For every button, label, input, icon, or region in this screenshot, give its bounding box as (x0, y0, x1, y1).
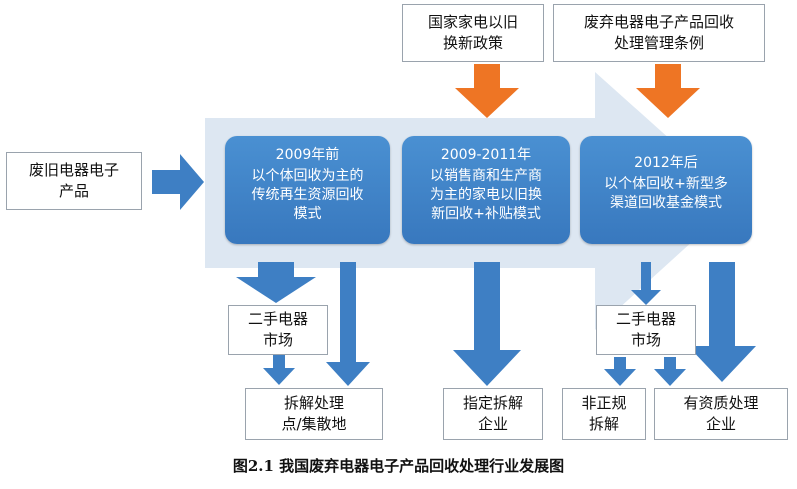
dismantling-sites-box: 拆解处理 点/集散地 (245, 388, 383, 440)
policy-arrow-regulation (636, 64, 700, 118)
stage-post-2012: 2012年后 以个体回收+新型多 渠道回收基金模式 (580, 136, 752, 244)
stage-description: 以个体回收为主的 传统再生资源回收 模式 (251, 168, 364, 222)
informal-dismantling-box: 非正规 拆解 (562, 388, 646, 440)
policy-arrow-trade-in (455, 64, 519, 118)
stage-title: 2009年前 (275, 147, 340, 163)
stage-title: 2009-2011年 (440, 147, 532, 163)
trade-in-policy-box: 国家家电以旧 换新政策 (402, 4, 544, 62)
stage-pre-2009: 2009年前 以个体回收为主的 传统再生资源回收 模式 (225, 136, 390, 244)
figure-caption: 图2.1 我国废弃电器电子产品回收处理行业发展图 (232, 457, 565, 475)
qualified-enterprise-box: 有资质处理 企业 (654, 388, 788, 440)
down-arrow-stage3-wide (688, 262, 756, 382)
down-arrow-market1 (263, 355, 295, 385)
down-arrow-qualified (654, 357, 686, 386)
down-arrow-stage3-narrow (631, 262, 661, 305)
stage-2009-2011: 2009-2011年 以销售商和生产商 为主的家电以旧换 新回收+补贴模式 (402, 136, 570, 244)
down-arrow-stage1-long (326, 262, 370, 386)
secondhand-market-box-2: 二手电器 市场 (596, 305, 696, 355)
input-arrow (152, 154, 204, 210)
secondhand-market-box-1: 二手电器 市场 (228, 305, 328, 355)
stage-description: 以个体回收+新型多 渠道回收基金模式 (604, 176, 728, 211)
waste-products-box: 废旧电器电子 产品 (6, 152, 142, 210)
down-arrow-stage1-wide (236, 262, 316, 303)
designated-enterprise-box: 指定拆解 企业 (443, 388, 543, 440)
stage-description: 以销售商和生产商 为主的家电以旧换 新回收+补贴模式 (430, 168, 542, 222)
regulation-box: 废弃电器电子产品回收 处理管理条例 (553, 4, 765, 62)
down-arrow-informal (604, 357, 636, 386)
down-arrow-stage2 (453, 262, 521, 386)
stage-title: 2012年后 (634, 155, 698, 171)
